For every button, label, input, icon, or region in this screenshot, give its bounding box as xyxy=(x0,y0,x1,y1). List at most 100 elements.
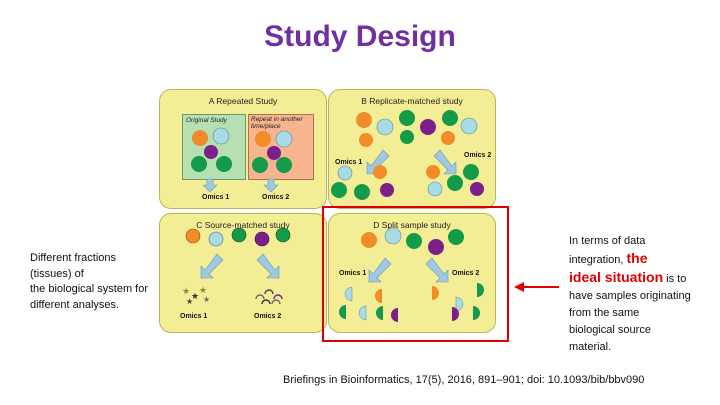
half-sample-lightblue xyxy=(455,296,464,312)
sample-green xyxy=(331,182,347,198)
right-note-line: integration, the xyxy=(569,250,709,269)
sample-purple xyxy=(420,119,436,135)
source-sample-purple xyxy=(254,231,270,247)
panel-c-title: C Source-matched study xyxy=(196,220,290,230)
sample-green xyxy=(406,233,422,249)
left-note-line: different analyses. xyxy=(30,298,120,311)
sample-purple xyxy=(380,183,394,197)
star-icon: ★ xyxy=(186,297,193,306)
citation: Briefings in Bioinformatics, 17(5), 2016… xyxy=(283,374,645,386)
sample-orange xyxy=(255,131,271,147)
sample-orange xyxy=(192,130,208,146)
half-sample-green xyxy=(339,305,346,319)
right-note-text: integration, xyxy=(569,254,627,266)
sample-purple xyxy=(267,146,281,160)
sample-orange xyxy=(361,232,377,248)
half-sample-orange xyxy=(432,286,439,300)
half-sample-green xyxy=(473,306,480,320)
sample-green xyxy=(399,110,415,126)
sample-orange xyxy=(373,165,387,179)
arrow-down-right-icon xyxy=(256,253,280,279)
right-note-line: In terms of data xyxy=(569,235,646,247)
sample-green xyxy=(442,110,458,126)
right-note-line: have samples originating xyxy=(569,290,691,302)
sample-green xyxy=(447,175,463,191)
arc-shape xyxy=(264,289,274,295)
panel-b-omics2-label: Omics 2 xyxy=(464,152,492,159)
right-note-line: from the same xyxy=(569,307,640,319)
right-note-highlight: the xyxy=(626,250,648,266)
sample-lightblue xyxy=(337,165,353,181)
panel-d-omics2-label: Omics 2 xyxy=(452,270,480,277)
right-note-line: ideal situation is to xyxy=(569,269,709,288)
source-sample-green xyxy=(231,227,247,243)
sample-green xyxy=(463,164,479,180)
sample-lightblue xyxy=(212,127,230,145)
sample-orange xyxy=(356,112,372,128)
panel-c-omics2-label: Omics 2 xyxy=(254,313,282,320)
panel-d-omics1-label: Omics 1 xyxy=(339,270,367,277)
sample-orange xyxy=(441,131,455,145)
sample-purple xyxy=(204,145,218,159)
right-note-line: material. xyxy=(569,341,612,353)
slide-title: Study Design xyxy=(264,20,456,53)
sample-green xyxy=(216,156,232,172)
panel-b-omics1-label: Omics 1 xyxy=(335,159,363,166)
panel-a-title: A Repeated Study xyxy=(208,96,278,106)
sample-lightblue xyxy=(376,118,394,136)
star-icon: ★ xyxy=(203,295,210,304)
panel-a-omics1-label: Omics 1 xyxy=(202,194,230,201)
source-sample-lightblue xyxy=(208,231,224,247)
repeat-study-label: Repeat in another time/place xyxy=(251,116,303,130)
star-icon: ★ xyxy=(199,285,207,295)
source-sample-orange xyxy=(185,228,201,244)
source-sample-green xyxy=(275,227,291,243)
star-icon: ★ xyxy=(191,291,199,301)
sample-purple xyxy=(428,239,444,255)
right-note: In terms of data integration, the ideal … xyxy=(569,233,709,356)
highlight-box xyxy=(322,206,509,342)
half-sample-purple xyxy=(391,308,398,322)
panel-d-split-sample-study: D Split sample study Omics 1 Omics 2 xyxy=(328,213,496,333)
panel-b-title: B Replicate-matched study xyxy=(361,96,463,106)
sample-purple xyxy=(470,182,484,196)
sample-green xyxy=(448,229,464,245)
arrow-down-right-icon xyxy=(433,149,457,175)
arrow-down-icon xyxy=(263,178,279,193)
panel-c-omics1-label: Omics 1 xyxy=(180,313,208,320)
sample-green xyxy=(191,156,207,172)
sample-orange xyxy=(426,165,440,179)
star-icon: ★ xyxy=(182,286,190,296)
sample-lightblue xyxy=(460,117,478,135)
right-note-line: biological source xyxy=(569,324,651,336)
left-note-line: (tissues) of xyxy=(30,267,84,280)
half-sample-green xyxy=(376,306,383,320)
original-study-label: Original Study xyxy=(186,117,227,124)
panel-d-title: D Split sample study xyxy=(373,220,451,230)
sample-green xyxy=(252,157,268,173)
left-note-line: Different fractions xyxy=(30,252,117,264)
sample-green xyxy=(276,157,292,173)
half-sample-lightblue xyxy=(358,305,367,321)
left-note: Different fractions (tissues) of the bio… xyxy=(30,251,160,313)
arrow-left-icon xyxy=(514,282,524,292)
sample-green xyxy=(354,184,370,200)
arrow-down-left-icon xyxy=(366,149,390,175)
sample-lightblue xyxy=(384,227,402,245)
arc-shape xyxy=(261,299,271,305)
left-note-line: the biological system for xyxy=(30,283,148,295)
sample-green xyxy=(400,130,414,144)
half-sample-orange xyxy=(375,289,382,303)
right-note-highlight: ideal situation xyxy=(569,269,664,285)
half-sample-lightblue xyxy=(344,286,353,302)
sample-lightblue xyxy=(275,130,293,148)
sample-orange xyxy=(359,133,373,147)
arc-shape xyxy=(255,294,265,300)
sample-lightblue xyxy=(427,181,443,197)
arc-shape xyxy=(273,294,283,300)
half-sample-purple xyxy=(452,307,459,321)
arc-shape xyxy=(271,299,281,305)
panel-a-omics2-label: Omics 2 xyxy=(262,194,290,201)
arrow-down-right-icon xyxy=(425,257,449,283)
